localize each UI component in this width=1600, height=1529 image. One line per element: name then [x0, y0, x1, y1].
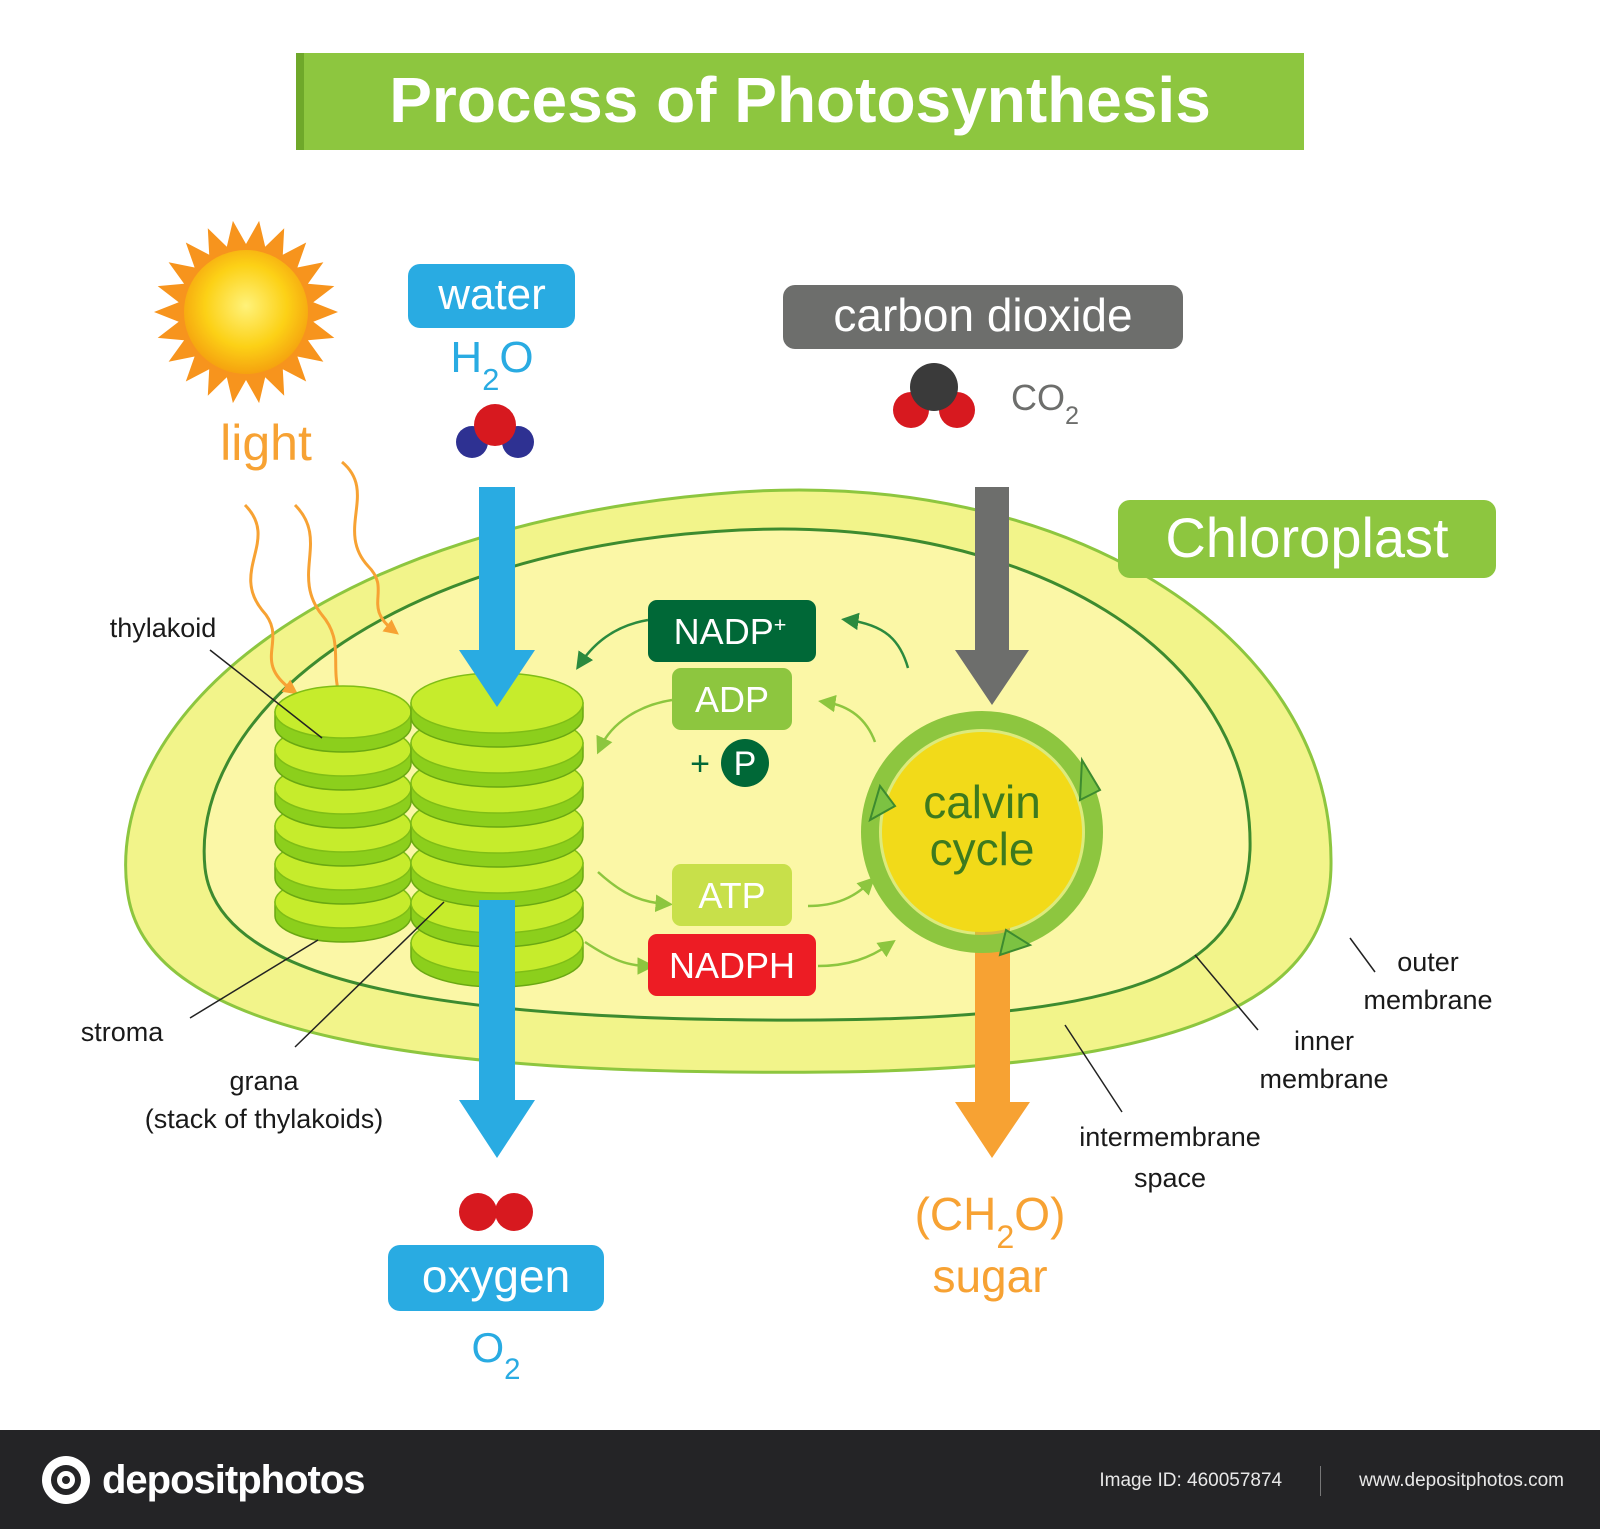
- svg-text:NADP+: NADP+: [674, 611, 787, 652]
- phosphate-icon: [721, 739, 769, 787]
- annotation-labels: thylakoid stroma grana (stack of thylako…: [81, 613, 1493, 1193]
- divider: [1320, 1466, 1322, 1496]
- svg-text:Chloroplast: Chloroplast: [1165, 506, 1449, 569]
- intermembrane-space-label-sub: space: [1134, 1163, 1206, 1193]
- nadp-plus-box: NADP+: [648, 600, 816, 662]
- svg-text:ATP: ATP: [698, 875, 765, 916]
- water-to-oxygen-arrow: [459, 487, 535, 1158]
- svg-text:carbon dioxide: carbon dioxide: [833, 289, 1132, 341]
- calvin-cycle: calvin cycle: [861, 711, 1103, 957]
- carbon-dioxide-label: carbon dioxide: [783, 285, 1183, 349]
- adp-box: ADP: [672, 668, 792, 730]
- co2-formula: CO2: [1011, 377, 1079, 430]
- brand-name: depositphotos: [102, 1457, 366, 1502]
- light-label: light: [220, 415, 312, 471]
- inner-membrane-label-sub: membrane: [1259, 1064, 1388, 1094]
- phosphate-group: + P: [690, 739, 769, 787]
- atp-box: ATP: [672, 864, 792, 926]
- sun-core: [184, 250, 308, 374]
- nadph-box: NADPH: [648, 934, 816, 996]
- site-link[interactable]: www.depositphotos.com: [1359, 1470, 1564, 1491]
- water-molecule-icon: [456, 404, 534, 458]
- footer-bar: depositphotos Image ID: 460057874 www.de…: [0, 1430, 1600, 1529]
- camera-logo-icon: [42, 1456, 90, 1504]
- thylakoid-disc: [274, 685, 412, 739]
- svg-text:calvin: calvin: [923, 776, 1041, 828]
- leader-lines: [189, 649, 1376, 1113]
- grana-label: grana: [229, 1066, 299, 1096]
- granum-stack-left: [274, 685, 412, 943]
- svg-text:ADP: ADP: [695, 679, 769, 720]
- outer-membrane-label-sub: membrane: [1363, 985, 1492, 1015]
- thylakoid-label: thylakoid: [110, 613, 217, 643]
- svg-text:+: +: [690, 745, 710, 783]
- title-banner: Process of Photosynthesis: [296, 53, 1304, 150]
- intermembrane-space-label: intermembrane: [1079, 1122, 1261, 1152]
- co2-arrow: [955, 487, 1029, 705]
- water-formula: H2O: [450, 333, 533, 397]
- inner-membrane-label: inner: [1294, 1026, 1354, 1056]
- water-label: water: [408, 264, 575, 328]
- oxygen-molecule-icon: [459, 1193, 533, 1231]
- outer-membrane-label: outer: [1397, 947, 1459, 977]
- sugar-formula: (CH2O): [915, 1188, 1066, 1255]
- oxygen-label: oxygen: [388, 1245, 604, 1311]
- footer-meta: Image ID: 460057874 www.depositphotos.co…: [1099, 1466, 1564, 1496]
- stroma-label: stroma: [81, 1017, 165, 1047]
- co2-molecule-icon: [893, 363, 975, 428]
- brand: depositphotos: [40, 1454, 366, 1506]
- svg-text:P: P: [734, 745, 757, 783]
- oxygen-formula: O2: [471, 1324, 520, 1386]
- image-id: Image ID: 460057874: [1099, 1470, 1283, 1491]
- svg-text:water: water: [437, 270, 546, 319]
- sugar-label: sugar: [932, 1250, 1047, 1302]
- svg-text:oxygen: oxygen: [422, 1250, 570, 1302]
- page-title: Process of Photosynthesis: [389, 64, 1211, 136]
- sun-icon: [154, 220, 338, 404]
- svg-text:cycle: cycle: [930, 823, 1035, 875]
- svg-text:NADPH: NADPH: [669, 945, 795, 986]
- chloroplast-label: Chloroplast: [1118, 500, 1496, 578]
- grana-label-sub: (stack of thylakoids): [145, 1104, 384, 1134]
- cycle-arrows: [576, 612, 910, 975]
- cycle-arrow-icon: [868, 756, 1102, 957]
- sugar-arrow: [955, 900, 1030, 1158]
